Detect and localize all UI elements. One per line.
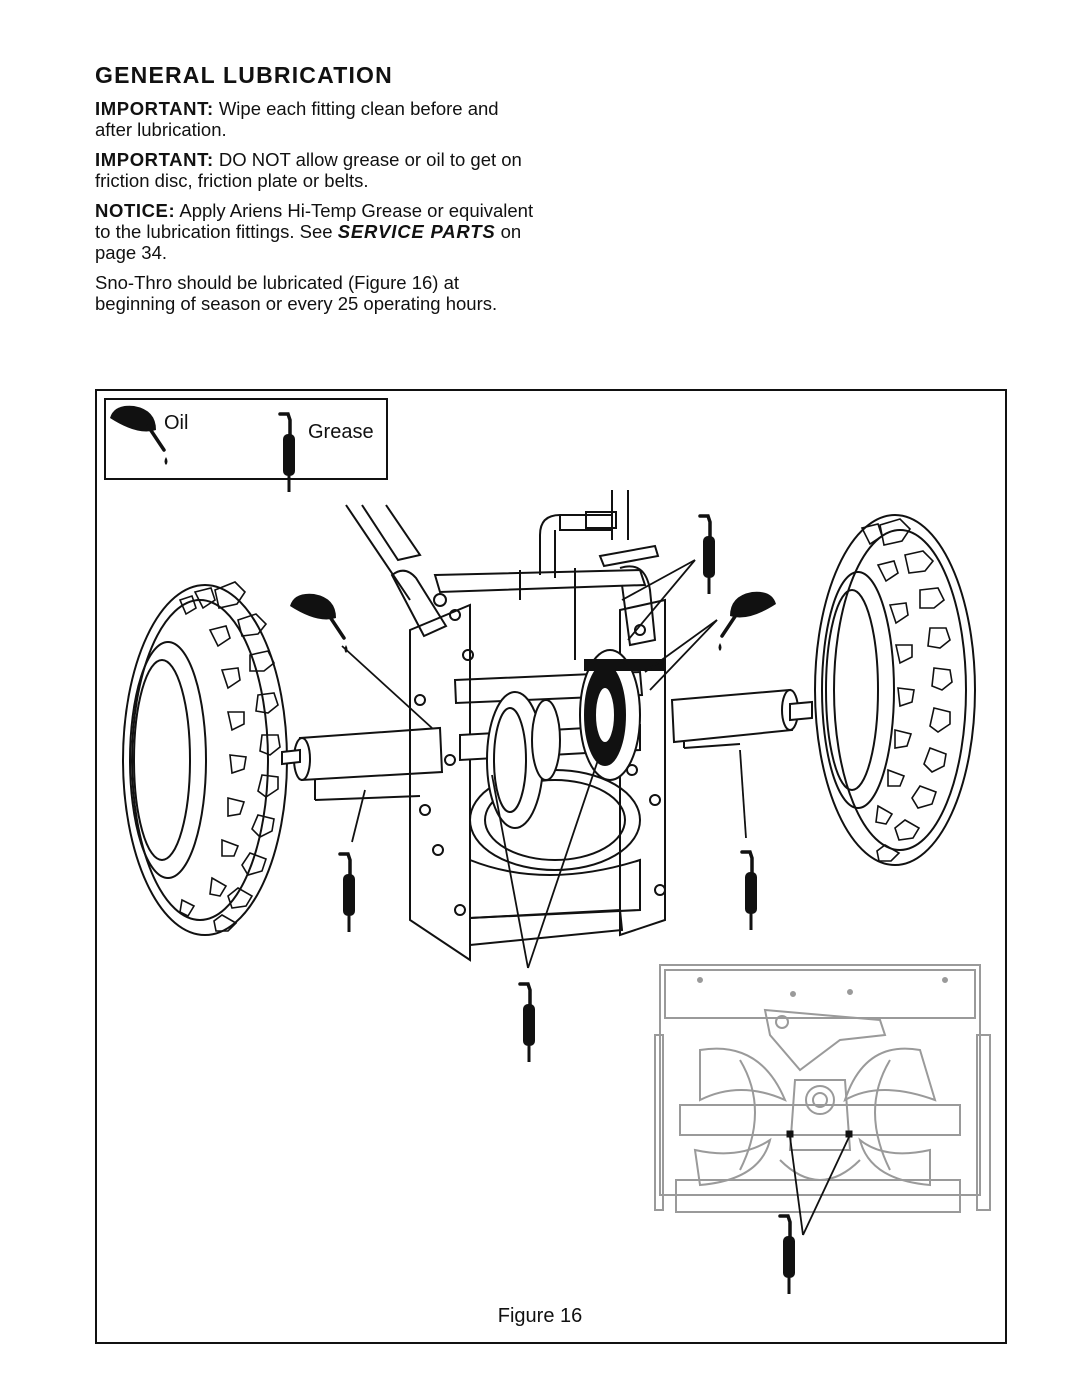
grease-point-right-axle-icon (740, 850, 759, 932)
left-axle (281, 726, 444, 801)
important-note-grease: IMPORTANT: DO NOT allow grease or oil to… (95, 149, 535, 191)
notice-label: NOTICE: (95, 200, 176, 221)
oil-point-left-icon (288, 592, 350, 655)
important-label: IMPORTANT: (95, 98, 214, 119)
important-label: IMPORTANT: (95, 149, 214, 170)
grease-point-auger-icon (778, 1214, 797, 1296)
legend-box (104, 398, 388, 480)
service-parts-reference: SERVICE PARTS (337, 221, 496, 242)
notice-tail: on page 34. (95, 221, 522, 263)
notice-text: Apply Ariens Hi-Temp Grease or equivalen… (95, 200, 534, 242)
leader-lines (341, 559, 747, 969)
legend-grease-label: Grease (308, 421, 374, 443)
notice-note: NOTICE: Apply Ariens Hi-Temp Grease or e… (95, 200, 535, 263)
auger-grease-points (786, 1130, 853, 1236)
left-wheel (122, 581, 288, 936)
important-note-text: Wipe each fitting clean before and after… (95, 98, 499, 140)
right-axle (670, 688, 813, 749)
lubrication-section: GENERAL LUBRICATION IMPORTANT: Wipe each… (95, 62, 535, 323)
grease-point-center-icon (518, 982, 537, 1064)
figure-frame (95, 389, 1007, 1344)
auger-housing-inset (654, 964, 991, 1213)
grease-gun-icon (278, 412, 297, 494)
grease-point-left-axle-icon (338, 852, 357, 934)
main-frame (409, 568, 666, 962)
figure-caption: Figure 16 (497, 1305, 583, 1327)
important-note-text: DO NOT allow grease or oil to get on fri… (95, 149, 522, 191)
oil-can-icon (108, 404, 170, 467)
important-note-wipe: IMPORTANT: Wipe each fitting clean befor… (95, 98, 535, 140)
legend-oil-label: Oil (164, 412, 189, 434)
lubrication-schedule: Sno-Thro should be lubricated (Figure 16… (95, 272, 498, 314)
section-heading: GENERAL LUBRICATION (95, 62, 393, 88)
grease-point-top-icon (698, 514, 717, 596)
oil-point-right-icon (716, 590, 778, 653)
handlebar (345, 490, 660, 647)
right-wheel (814, 514, 976, 866)
